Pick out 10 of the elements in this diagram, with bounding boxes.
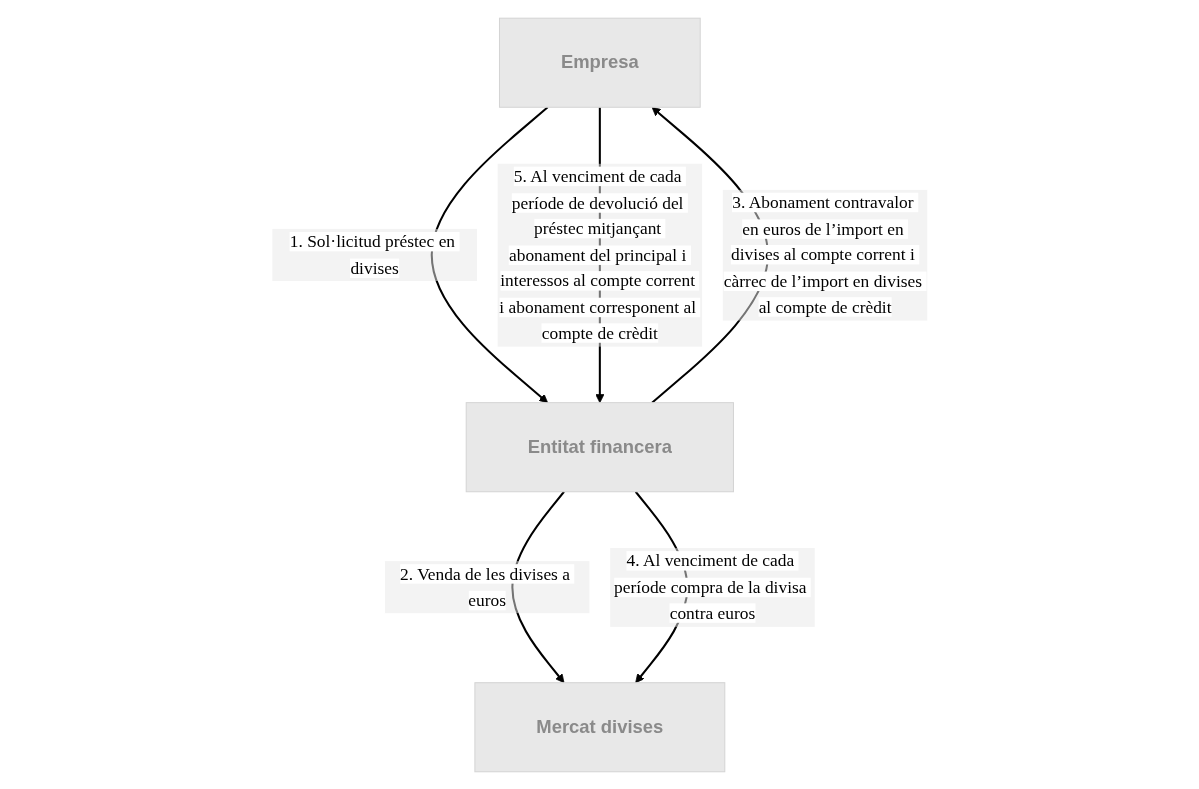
edge-label: 4. Al venciment de cada període compra de la divisa contra euros [613,550,807,623]
node-box: Entitat financera [465,401,734,492]
node-box: Mercat divises [474,681,725,772]
node-box: Empresa [498,17,701,108]
edge-label: 3. Abonament contravalor en euros de l’import en divises al compte corrent i càrrec de l’import en divises al compte de crèdit [723,192,922,317]
arrow [511,490,565,683]
edge-label: 2. Venda de les divises a euros [399,563,570,610]
arrow [430,106,548,403]
edge-label: 5. Al venciment de cada període de devolució del préstec mitjançant abonament del principal i interessos al compte corrent i abonament corresponent al compte de crèdit [498,166,696,343]
edge-label: 1. Sol·licitud préstec en divises [289,231,455,278]
